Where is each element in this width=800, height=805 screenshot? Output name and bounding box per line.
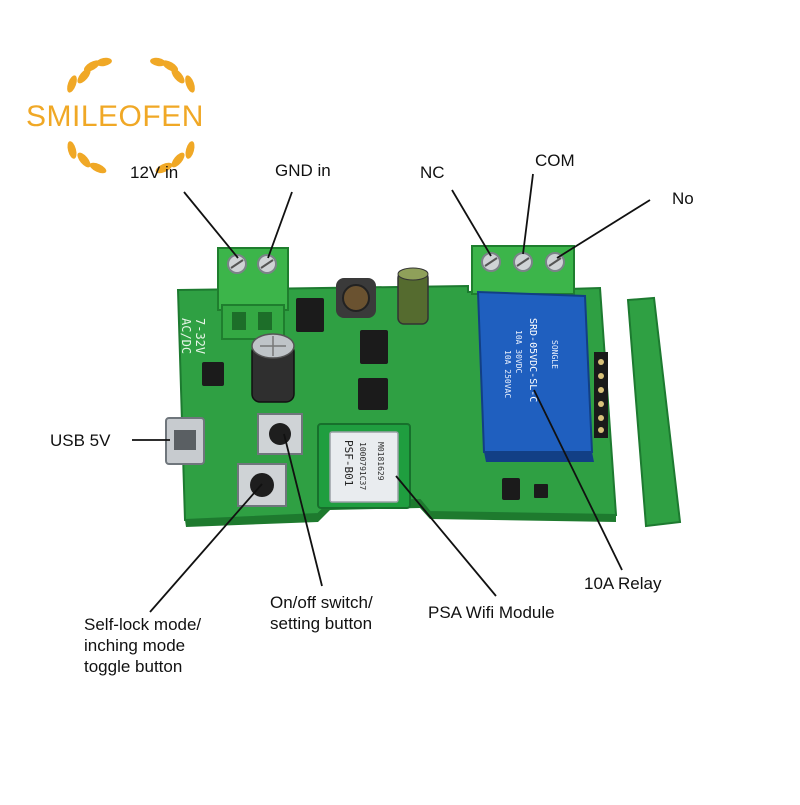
brand-logo: SMILEOFEN xyxy=(26,100,204,133)
wifi-module: PSF-B01 1000791C37 M0181629 xyxy=(317,423,411,509)
input-terminal-block xyxy=(217,247,289,340)
module-name: PSF-B01 xyxy=(342,440,355,486)
label-onoff-line-1: On/off switch/ xyxy=(270,593,373,612)
label-selflock-line-2: inching mode xyxy=(84,636,186,655)
label-nc: NC xyxy=(420,163,445,182)
label-psa-wifi: PSA Wifi Module xyxy=(428,603,555,622)
label-12v-in: 12V in xyxy=(130,163,179,182)
leader-gnd xyxy=(267,191,293,259)
label-onoff-switch: On/off switch/ setting button xyxy=(270,592,373,634)
side-pcb-strip xyxy=(626,296,682,528)
relay-rating-1: 10A 250VAC xyxy=(503,350,512,398)
label-com: COM xyxy=(535,151,575,170)
relay-model: SRD-05VDC-SL-C xyxy=(527,318,538,402)
label-no: No xyxy=(672,189,694,208)
leader-12v xyxy=(183,191,239,259)
onoff-button xyxy=(257,413,303,455)
silk-acdc: AC/DC xyxy=(179,318,193,354)
leader-no xyxy=(556,199,651,259)
relay-brand: SONGLE xyxy=(550,340,559,369)
leader-selflock xyxy=(149,483,263,613)
module-code-1: 1000791C37 xyxy=(358,442,367,490)
small-capacitor xyxy=(397,267,429,325)
leader-lines xyxy=(132,173,651,613)
inductor-component xyxy=(336,278,376,318)
usb-port xyxy=(165,417,205,465)
silk-voltage: 7-32V xyxy=(193,318,207,354)
header-pins xyxy=(594,352,608,438)
leader-nc xyxy=(451,189,492,257)
relay-rating-2: 10A 30VDC xyxy=(514,330,523,374)
large-capacitor xyxy=(251,333,295,403)
leader-onoff xyxy=(283,433,323,587)
label-selflock-line-1: Self-lock mode/ xyxy=(84,615,202,634)
ic-chips xyxy=(202,298,548,500)
relay-component: 10A 250VAC 10A 30VDC SRD-05VDC-SL-C SONG… xyxy=(476,290,594,462)
leader-relay xyxy=(533,389,623,571)
leader-wifi xyxy=(395,475,497,597)
label-usb-5v: USB 5V xyxy=(50,431,111,450)
label-selflock-line-3: toggle button xyxy=(84,657,183,676)
logo-wreath-icon xyxy=(67,57,195,174)
module-code-2: M0181629 xyxy=(376,442,385,481)
label-10a-relay: 10A Relay xyxy=(584,574,662,593)
label-selflock-button: Self-lock mode/ inching mode toggle butt… xyxy=(84,614,201,677)
label-gnd-in: GND in xyxy=(275,161,331,180)
label-onoff-line-2: setting button xyxy=(270,614,373,633)
leader-com xyxy=(522,173,534,255)
